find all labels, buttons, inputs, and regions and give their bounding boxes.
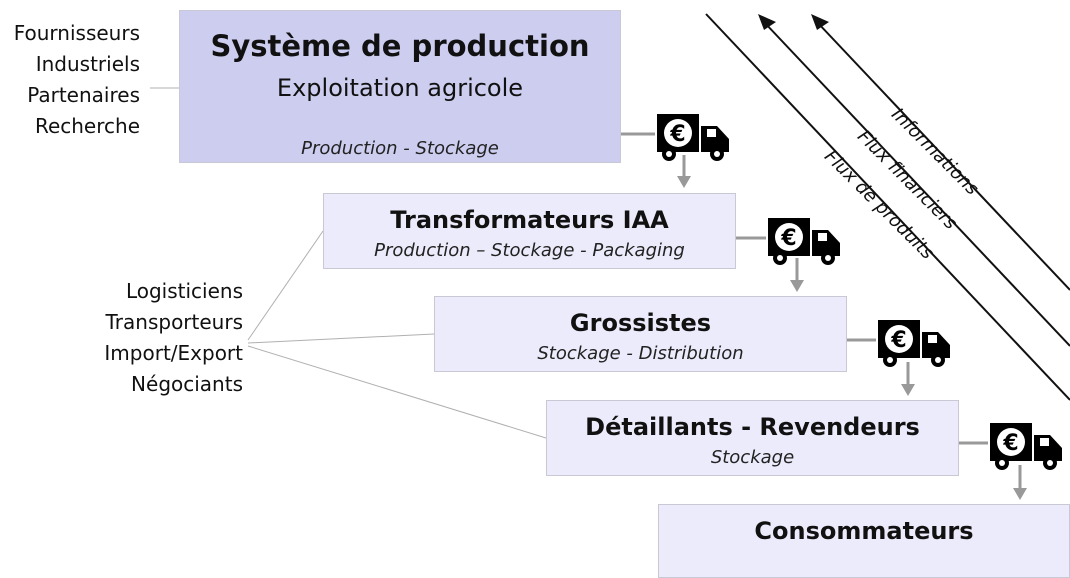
list-item: Transporteurs — [105, 310, 243, 334]
box-detail: Production - Stockage — [301, 138, 499, 159]
wholesalers-box: Grossistes Stockage - Distribution — [434, 296, 847, 372]
production-system-box: Système de production Exploitation agric… — [179, 10, 621, 163]
list-item: Logisticiens — [125, 279, 243, 303]
euro-delivery-truck-icon: € — [657, 114, 729, 161]
box-detail: Stockage — [710, 447, 795, 468]
retailers-box: Détaillants - Revendeurs Stockage — [546, 400, 959, 476]
list-item: Recherche — [34, 114, 140, 138]
euro-delivery-truck-icon: € — [990, 423, 1062, 470]
list-item: Négociants — [131, 372, 243, 396]
box-subtitle: Exploitation agricole — [276, 74, 524, 102]
logistics-list: Logisticiens Transporteurs Import/Export… — [90, 276, 243, 400]
box-title: Système de production — [210, 29, 590, 63]
suppliers-list: Fournisseurs Industriels Partenaires Rec… — [0, 18, 140, 142]
box-title: Détaillants - Revendeurs — [585, 413, 920, 441]
svg-text:€: € — [890, 328, 906, 353]
svg-text:€: € — [669, 122, 685, 147]
euro-delivery-truck-icon: € — [768, 218, 840, 265]
processors-box: Transformateurs IAA Production – Stockag… — [323, 193, 736, 269]
list-item: Partenaires — [27, 83, 140, 107]
consumers-box: Consommateurs — [658, 504, 1070, 578]
list-item: Fournisseurs — [13, 21, 140, 45]
list-item: Industriels — [35, 52, 140, 76]
svg-text:€: € — [780, 226, 796, 251]
svg-text:€: € — [1002, 431, 1018, 456]
box-detail: Production – Stockage - Packaging — [374, 240, 685, 261]
list-item: Import/Export — [104, 341, 243, 365]
box-detail: Stockage - Distribution — [537, 343, 744, 364]
box-title: Grossistes — [569, 309, 712, 337]
euro-delivery-truck-icon: € — [878, 320, 950, 367]
box-title: Consommateurs — [754, 517, 974, 545]
box-title: Transformateurs IAA — [390, 206, 669, 234]
